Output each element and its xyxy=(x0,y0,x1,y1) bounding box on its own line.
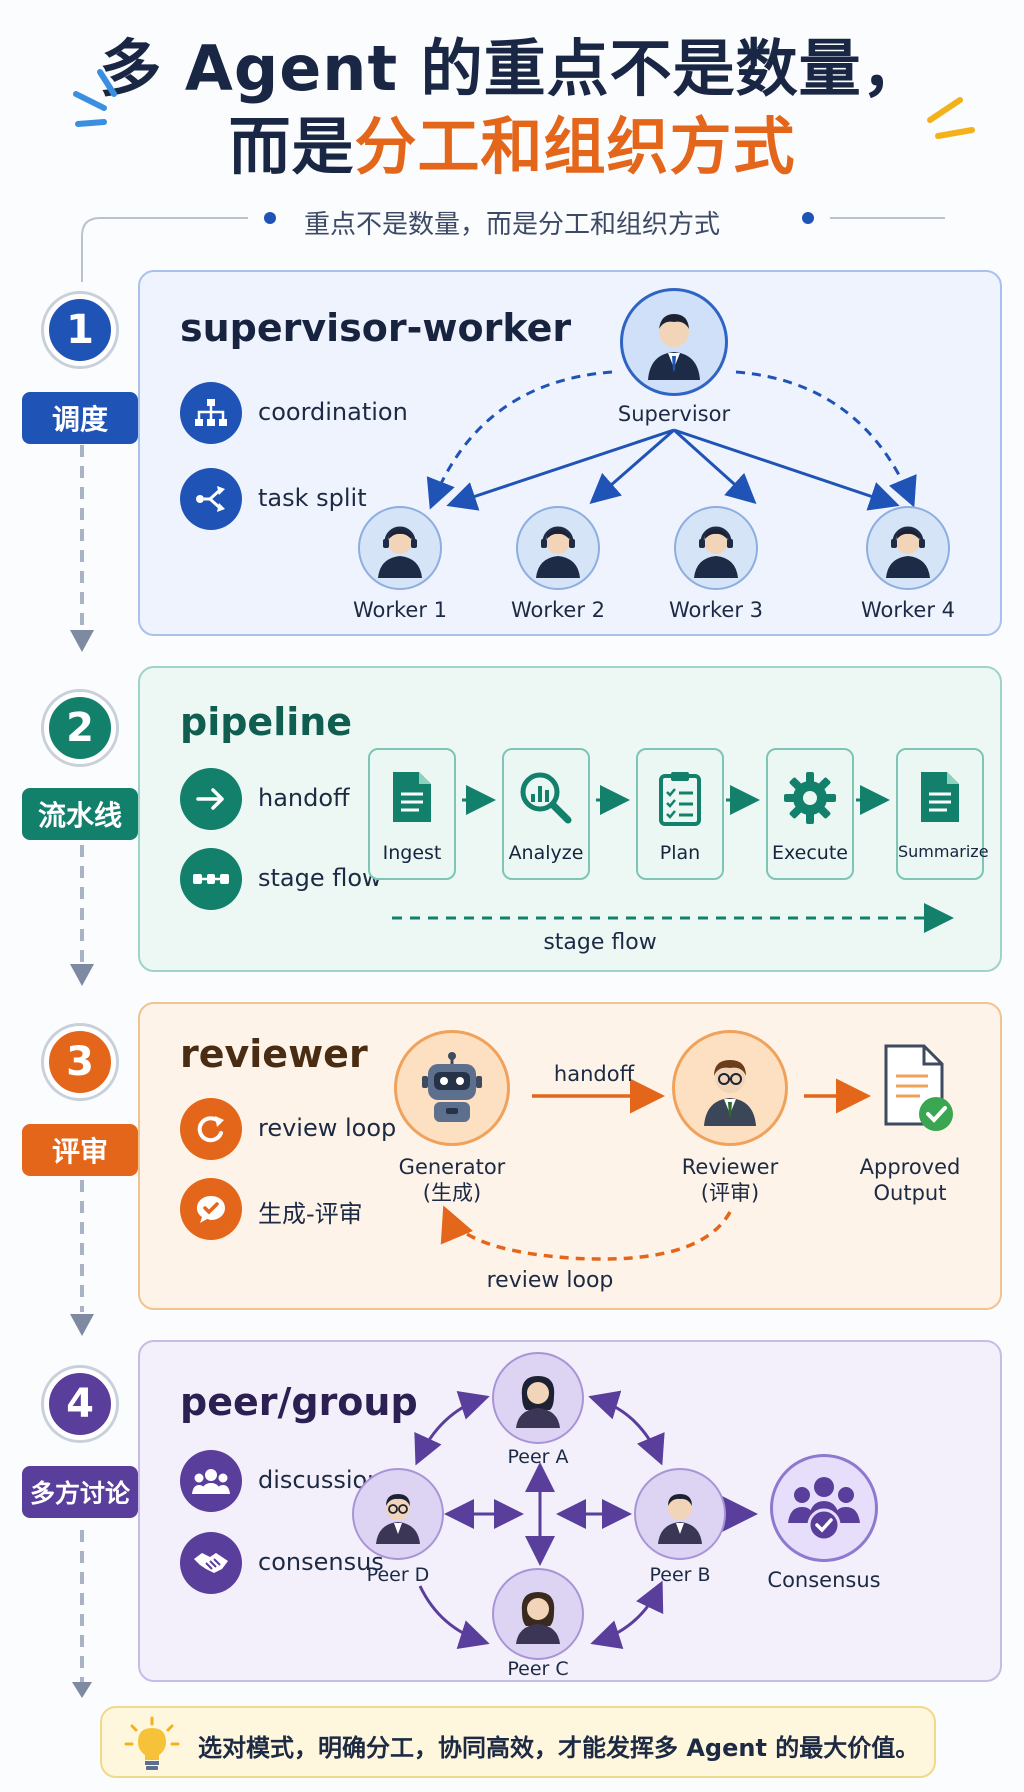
feature-consensus-label: consensus xyxy=(258,1548,384,1576)
reviewer-label-line-2: (评审) xyxy=(700,1181,760,1205)
generator-label-line-1: Generator xyxy=(398,1155,506,1179)
peer-c-label: Peer C xyxy=(507,1658,569,1680)
group-icon xyxy=(180,1450,242,1512)
stage-label: Analyze xyxy=(508,842,584,864)
feature-review-loop-label: review loop xyxy=(258,1114,397,1142)
magnify-chart-icon xyxy=(504,770,588,826)
page-title: 多 Agent 的重点不是数量， xyxy=(0,18,1024,108)
lightbulb-icon xyxy=(124,1716,180,1774)
reviewer-label-line-1: Reviewer xyxy=(681,1155,779,1179)
title-line-2-prefix: 而是 xyxy=(228,110,355,183)
handoff-caption: handoff xyxy=(553,1062,635,1086)
pipeline-panel: pipeline handoff stage flow Ingest Analy… xyxy=(138,666,1002,972)
stage-analyze: Analyze xyxy=(502,748,590,880)
reviewer-avatar xyxy=(672,1030,788,1146)
approved-output-label: Approved Output xyxy=(820,1154,1000,1206)
stage-label: Ingest xyxy=(382,842,442,864)
review-loop-caption: review loop xyxy=(486,1268,614,1293)
supervisor-avatar xyxy=(620,288,728,396)
step-3-tag: 评审 xyxy=(22,1124,138,1176)
consensus-label: Consensus xyxy=(767,1568,881,1592)
stage-execute: Execute xyxy=(766,748,854,880)
worker-1-label: Worker 1 xyxy=(352,598,448,622)
handshake-icon xyxy=(180,1532,242,1594)
consensus-avatar xyxy=(770,1454,878,1562)
worker-1-avatar xyxy=(358,506,442,590)
generator-robot-avatar xyxy=(394,1030,510,1146)
panel-title: reviewer xyxy=(180,1032,368,1076)
panel-title: pipeline xyxy=(180,700,353,744)
check-chat-icon xyxy=(180,1178,242,1240)
stage-label: Execute xyxy=(772,842,848,864)
peer-arrows xyxy=(414,1390,758,1650)
reviewer-arrows xyxy=(440,1078,871,1261)
peer-a-avatar xyxy=(492,1352,584,1444)
stage-summarize: Summarize xyxy=(896,748,989,880)
worker-4-avatar xyxy=(866,506,950,590)
gear-icon xyxy=(768,770,852,826)
title-line-1: 多 Agent 的重点不是数量， xyxy=(99,32,925,105)
stage-label: Summarize xyxy=(898,842,989,861)
split-icon xyxy=(180,468,242,530)
hierarchy-icon xyxy=(180,382,242,444)
step-1-badge: 1 xyxy=(44,294,116,366)
subtitle: 重点不是数量，而是分工和组织方式 xyxy=(303,210,720,240)
document-icon xyxy=(898,770,982,824)
peer-a-label: Peer A xyxy=(507,1446,569,1468)
footer-text: 选对模式，明确分工，协同高效，才能发挥多 Agent 的最大价值。 xyxy=(198,1734,920,1762)
generator-label: Generator (生成) xyxy=(352,1154,552,1206)
page-title-line-2: 而是分工和组织方式 xyxy=(0,96,1024,186)
step-4-tag: 多方讨论 xyxy=(22,1466,138,1518)
footer-banner: 选对模式，明确分工，协同高效，才能发挥多 Agent 的最大价值。 xyxy=(100,1706,936,1778)
worker-3-label: Worker 3 xyxy=(668,598,764,622)
approved-document-icon xyxy=(880,1042,956,1134)
spark-left-icon xyxy=(73,69,117,127)
clipboard-icon xyxy=(638,770,722,826)
stage-plan: Plan xyxy=(636,748,724,880)
supervisor-worker-panel: supervisor-worker coordination task spli… xyxy=(138,270,1002,636)
worker-2-label: Worker 2 xyxy=(510,598,606,622)
worker-2-avatar xyxy=(516,506,600,590)
chain-icon xyxy=(180,848,242,910)
generator-label-line-2: (生成) xyxy=(422,1181,482,1205)
feature-task-split-label: task split xyxy=(258,484,367,512)
document-icon xyxy=(370,770,454,824)
step-1-tag: 调度 xyxy=(22,392,138,444)
supervisor-label: Supervisor xyxy=(617,402,731,426)
feature-stage-flow-label: stage flow xyxy=(258,864,382,892)
pipeline-arrows xyxy=(392,785,954,933)
stage-ingest: Ingest xyxy=(368,748,456,880)
reviewer-panel: reviewer review loop 生成-评审 Generator (生成… xyxy=(138,1002,1002,1310)
supervisor-arrows xyxy=(426,370,917,511)
feature-coordination-label: coordination xyxy=(258,398,408,426)
arrow-right-icon xyxy=(180,768,242,830)
feature-handoff-label: handoff xyxy=(258,784,350,812)
peer-b-avatar xyxy=(634,1468,726,1560)
panel-title: supervisor-worker xyxy=(180,306,572,350)
peer-b-label: Peer B xyxy=(649,1564,711,1586)
stage-label: Plan xyxy=(659,842,701,864)
feature-generate-review-label: 生成-评审 xyxy=(258,1200,363,1228)
worker-3-avatar xyxy=(674,506,758,590)
stage-flow-caption: stage flow xyxy=(543,930,657,955)
panel-title: peer/group xyxy=(180,1380,418,1424)
reviewer-node-label: Reviewer (评审) xyxy=(630,1154,830,1206)
approved-output-line-2: Output xyxy=(873,1181,947,1205)
approved-output-line-1: Approved xyxy=(859,1155,961,1179)
peer-c-avatar xyxy=(492,1568,584,1660)
step-3-badge: 3 xyxy=(44,1026,116,1098)
peer-d-label: Peer D xyxy=(366,1564,430,1586)
peer-d-avatar xyxy=(352,1468,444,1560)
peer-group-panel: peer/group discussion consensus Peer A P… xyxy=(138,1340,1002,1682)
step-4-badge: 4 xyxy=(44,1368,116,1440)
spark-right-icon xyxy=(927,97,975,139)
refresh-icon xyxy=(180,1098,242,1160)
title-line-2-accent: 分工和组织方式 xyxy=(354,110,796,183)
step-2-badge: 2 xyxy=(44,692,116,764)
step-2-tag: 流水线 xyxy=(22,788,138,840)
worker-4-label: Worker 4 xyxy=(860,598,956,622)
